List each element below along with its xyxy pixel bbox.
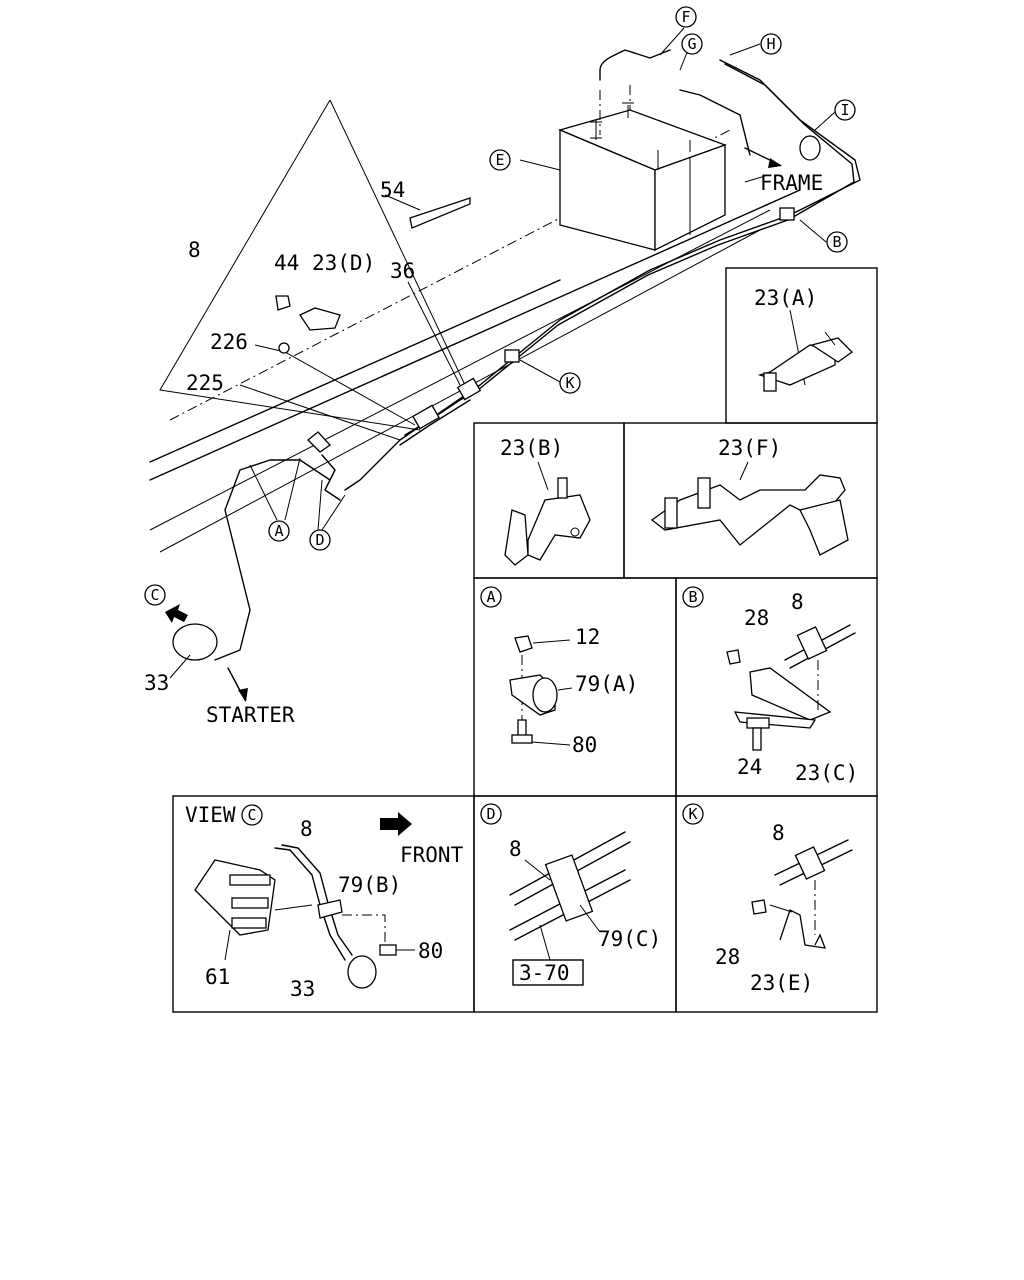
detail-23f: 23(F) [650,436,849,556]
detail-b-28: 28 [744,606,769,630]
view-c-title: VIEW [185,803,236,827]
detail-a-80: 80 [572,733,597,757]
detail-d-ref: 3-70 [519,961,570,985]
part-label-54: 54 [380,178,405,202]
callout-g: G [681,33,703,55]
detail-d-79c: 79(C) [598,927,661,951]
part-label-44: 44 [274,251,299,275]
svg-text:I: I [840,101,849,119]
detail-b-23c: 23(C) [795,761,858,785]
callout-c: C [144,584,166,606]
view-c-80: 80 [418,939,443,963]
detail-k-23e: 23(E) [750,971,813,995]
detail-k-28: 28 [715,945,740,969]
part-label-8: 8 [188,238,201,262]
part-label-225: 225 [186,371,224,395]
svg-text:F: F [681,8,690,26]
detail-grid [172,267,878,1013]
part-label-23d: 23(D) [312,251,375,275]
svg-text:C: C [247,806,256,824]
view-c-8: 8 [300,817,313,841]
detail-a-79a: 79(A) [575,672,638,696]
detail-k: K 8 28 23(E) [682,803,853,995]
small-parts [275,197,795,453]
detail-d: D 8 79(C) 3-70 [480,803,661,986]
svg-text:G: G [687,35,696,53]
part-label-226: 226 [210,330,248,354]
view-c-33: 33 [290,977,315,1001]
cable-runs [172,49,861,661]
detail-b-8: 8 [791,590,804,614]
detail-23b: 23(B) [500,436,591,566]
callout-b: B [826,231,848,253]
svg-text:K: K [565,374,574,392]
callout-d: D [309,529,331,551]
detail-23a-label: 23(A) [754,286,817,310]
view-c-61: 61 [205,965,230,989]
detail-a-12: 12 [575,625,600,649]
svg-text:K: K [688,805,697,823]
view-c-arrow-icon [165,604,188,623]
detail-b: B 28 8 24 23(C) [682,586,858,785]
frame-label: FRAME [760,171,823,195]
callout-a: A [268,520,290,542]
svg-text:C: C [150,586,159,604]
svg-text:E: E [495,151,504,169]
view-c: VIEW C 8 FRONT 79(B) 80 61 33 [185,803,464,1001]
svg-text:B: B [688,588,697,606]
callout-i: I [834,99,856,121]
part-label-36: 36 [390,259,415,283]
callout-e: E [489,149,511,171]
svg-text:D: D [315,531,324,549]
view-c-79b: 79(B) [338,873,401,897]
detail-23f-label: 23(F) [718,436,781,460]
svg-text:A: A [486,588,495,606]
svg-text:A: A [274,522,283,540]
callout-f: F [675,6,697,28]
detail-b-24: 24 [737,755,762,779]
callout-h: H [760,33,782,55]
starter-label: STARTER [206,703,295,727]
svg-text:B: B [832,233,841,251]
detail-23a: 23(A) [754,286,854,392]
view-c-front: FRONT [400,843,464,867]
direction-arrows [165,147,782,702]
callout-k: K [559,372,581,394]
svg-text:H: H [766,35,775,53]
detail-k-8: 8 [772,821,785,845]
part-label-33: 33 [144,671,169,695]
detail-23b-label: 23(B) [500,436,563,460]
detail-d-8: 8 [509,837,522,861]
detail-a: A 12 79(A) 80 [480,586,638,757]
leader-lines [169,27,836,679]
svg-text:D: D [486,805,495,823]
battery-assembly [558,85,727,252]
front-arrow-icon [380,812,412,836]
